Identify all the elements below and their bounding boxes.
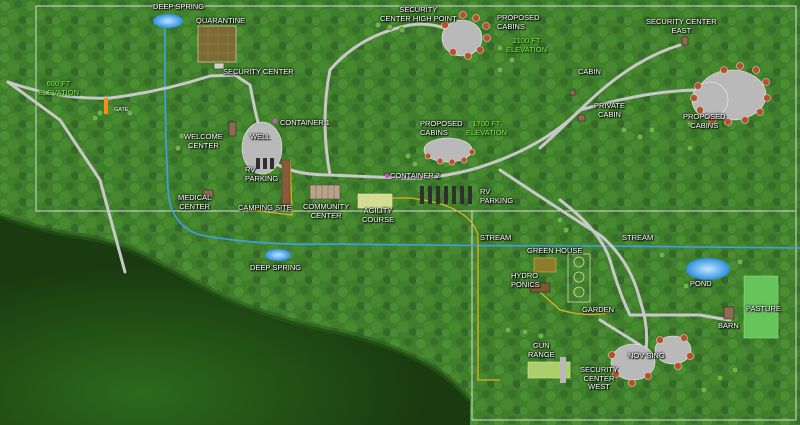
label-well: WELL [250, 132, 271, 141]
pasture-field [743, 275, 779, 339]
tree-clusters [91, 21, 744, 394]
label-gun-range: GUN RANGE [528, 341, 555, 359]
label-agility-course: AGILITY COURSE [362, 206, 395, 224]
cabin-markers [424, 11, 771, 387]
community-center-building [309, 184, 341, 200]
green-house-building [533, 257, 557, 273]
label-pasture: PASTURE [746, 304, 781, 313]
label-stream-right: STREAM [622, 233, 654, 242]
label-green-house: GREEN HOUSE [527, 246, 583, 255]
container-2-marker [384, 173, 390, 179]
label-rv-parking-east: RV PARKING [480, 187, 514, 205]
rv-parking-west [256, 158, 274, 169]
label-container-1: CONTAINER 1 [280, 118, 330, 127]
label-rv-parking-west: RV PARKING [245, 165, 279, 183]
label-stream-left: STREAM [480, 233, 512, 242]
cleared-pads [241, 19, 767, 381]
property-boundary-north [35, 5, 797, 212]
trail-network [249, 159, 611, 381]
pond-water [686, 258, 730, 280]
label-medical-center: MEDICAL CENTER [178, 193, 212, 211]
deep-spring-top-pool [153, 14, 183, 28]
label-deep-spring-top: DEEP SPRING [153, 2, 205, 11]
label-quarantine: QUARANTINE [196, 16, 246, 25]
label-barn: BARN [718, 321, 739, 330]
label-pond: POND [690, 279, 712, 288]
label-security-center-high-point: SECURITY CENTER HIGH POINT [380, 5, 457, 23]
label-gate: GATE [114, 107, 129, 113]
label-elevation-600: 600 FT ELEVATION [38, 79, 79, 97]
stream [164, 25, 800, 249]
label-private-cabin: PRIVATE CABIN [594, 101, 625, 119]
label-proposed-cabins-east: PROPOSED CABINS [683, 112, 726, 130]
label-hydro-ponics: HYDRO PONICS [511, 271, 540, 289]
label-community-center: COMMUNITY CENTER [303, 202, 350, 220]
label-camping-site: CAMPING SITE [238, 203, 292, 212]
camping-site-strip [281, 159, 291, 206]
building-markers [202, 36, 735, 320]
label-security-center-east: SECURITY CENTER EAST [646, 17, 717, 35]
label-container-2: CONTAINER 2 [390, 171, 440, 180]
label-security-center: SECURITY CENTER [223, 67, 294, 76]
gun-range-field [527, 361, 571, 379]
label-welcome-center: WELCOME CENTER [184, 132, 223, 150]
container-1-marker [272, 118, 278, 124]
label-proposed-cabins-center: PROPOSED CABINS [420, 119, 463, 137]
label-proposed-cabins-top: PROPOSED CABINS [497, 13, 540, 31]
label-garden: GARDEN [582, 305, 615, 314]
label-security-center-west: SECURITY CENTER WEST [580, 365, 618, 391]
property-boundary-south [471, 211, 797, 421]
gate-marker [104, 98, 108, 114]
label-elevation-2100: 2100 FT ELEVATION [506, 36, 547, 54]
deep-spring-bottom-pool [265, 249, 291, 261]
label-nov-sing: NOV SING [628, 351, 665, 360]
open-slope [0, 215, 470, 425]
label-deep-spring-bottom: DEEP SPRING [250, 263, 302, 272]
garden-plots [567, 253, 591, 303]
hydroponics-building [529, 282, 551, 293]
label-elevation-1700: 1700 FT ELEVATION [466, 119, 507, 137]
rv-parking-east [420, 186, 472, 204]
agility-course-field [357, 193, 393, 209]
label-cabin: CABIN [578, 67, 601, 76]
